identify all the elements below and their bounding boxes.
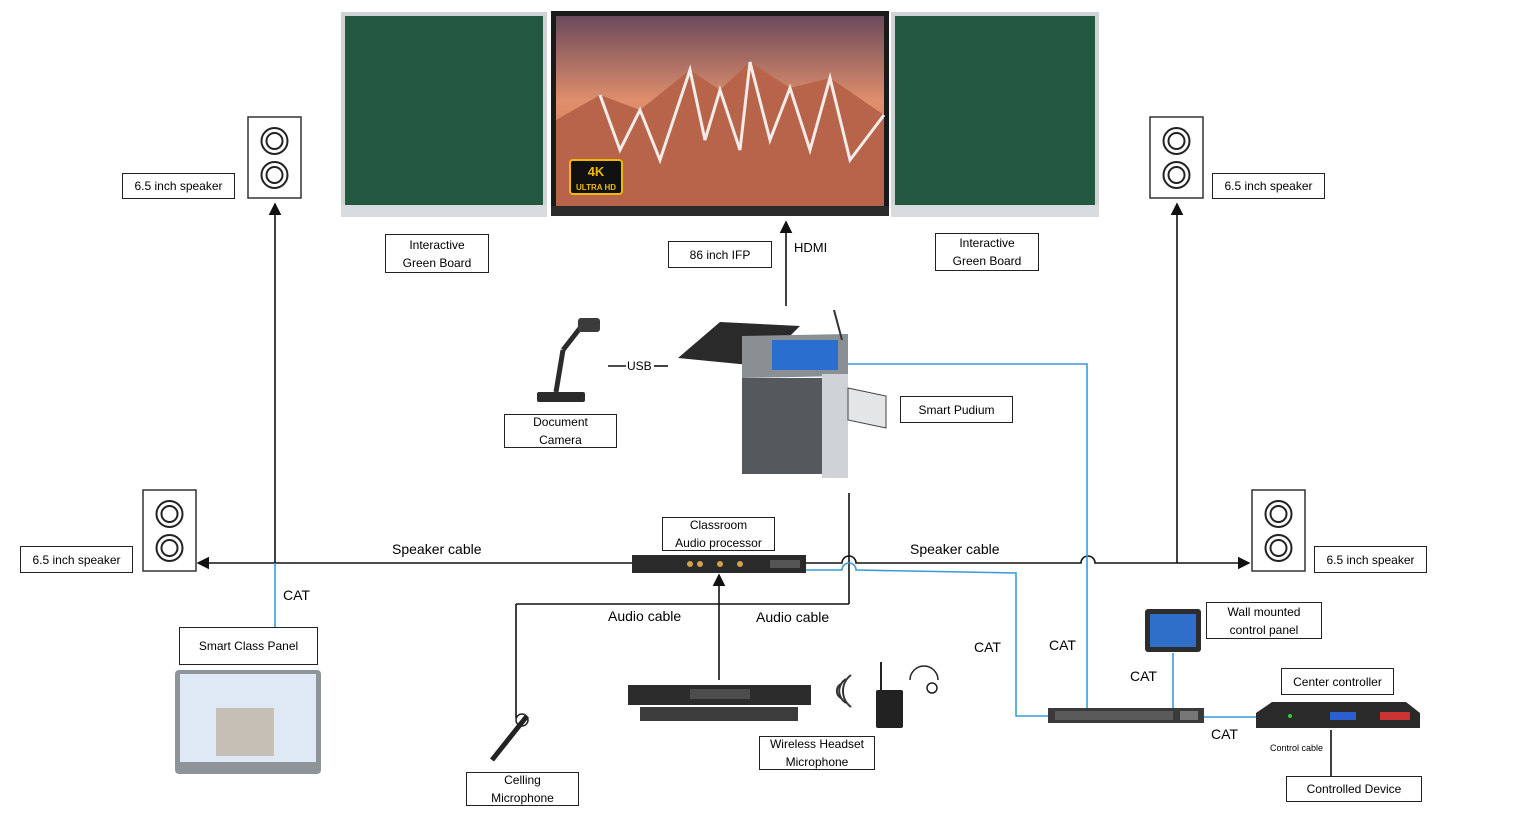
speaker-mid-left [142, 489, 197, 572]
smart-podium-label: Smart Pudium [900, 396, 1013, 423]
cat-controller-label: CAT [1211, 726, 1238, 742]
document-camera-label: Document Camera [504, 414, 617, 448]
speaker-mid-left-label: 6.5 inch speaker [20, 546, 133, 573]
ifp-display: 4K ULTRA HD [551, 11, 889, 216]
speaker-top-right-label: 6.5 inch speaker [1212, 173, 1325, 199]
network-switch [1048, 708, 1204, 723]
badge-4k: 4K [588, 164, 605, 179]
green-board-right [891, 12, 1099, 217]
cat-wall-label: CAT [1130, 668, 1157, 684]
wireless-receiver [628, 685, 811, 721]
wireless-signal-icon [835, 674, 852, 708]
document-camera [537, 318, 600, 402]
wall-control-panel [1145, 609, 1201, 652]
usb-label: USB [627, 359, 652, 373]
badge-uhd: ULTRA HD [576, 183, 616, 192]
smart-class-panel-device [175, 670, 321, 774]
cat-panel-label: CAT [283, 587, 310, 603]
speaker-top-left-label: 6.5 inch speaker [122, 173, 235, 199]
center-controller-device [1256, 702, 1420, 728]
bodypack-transmitter [876, 662, 903, 728]
green-board-left [341, 12, 547, 217]
audio-cable-right-label: Audio cable [756, 609, 829, 625]
speaker-top-left [247, 116, 302, 199]
audio-processor-label: Classroom Audio processor [662, 517, 775, 551]
smart-class-panel-label: Smart Class Panel [179, 627, 318, 665]
speaker-mid-right-label: 6.5 inch speaker [1314, 546, 1427, 573]
controlled-device-label: Controlled Device [1286, 776, 1422, 802]
ceiling-mic [490, 713, 529, 762]
cat-processor-label: CAT [974, 639, 1001, 655]
cat-wiring [274, 363, 1256, 718]
black-wiring [196, 202, 1332, 776]
cat-podium-label: CAT [1049, 637, 1076, 653]
wall-panel-label: Wall mounted control panel [1206, 602, 1322, 639]
wireless-mic-label: Wireless Headset Microphone [759, 736, 875, 770]
speaker-cable-right-label: Speaker cable [910, 541, 1000, 557]
ceiling-mic-label: Celling Microphone [466, 772, 579, 806]
audio-cable-left-label: Audio cable [608, 608, 681, 624]
green-board-right-label: Interactive Green Board [935, 233, 1039, 271]
hdmi-label: HDMI [794, 240, 827, 255]
ifp-label: 86 inch IFP [668, 241, 772, 268]
audio-processor [632, 555, 806, 573]
smart-podium [678, 309, 887, 478]
headset-icon [909, 665, 939, 694]
speaker-mid-right [1251, 489, 1306, 572]
control-cable-label: Control cable [1270, 743, 1323, 753]
speaker-cable-left-label: Speaker cable [392, 541, 482, 557]
green-board-left-label: Interactive Green Board [385, 234, 489, 273]
center-controller-label: Center controller [1281, 668, 1394, 695]
speaker-top-right [1149, 116, 1204, 199]
